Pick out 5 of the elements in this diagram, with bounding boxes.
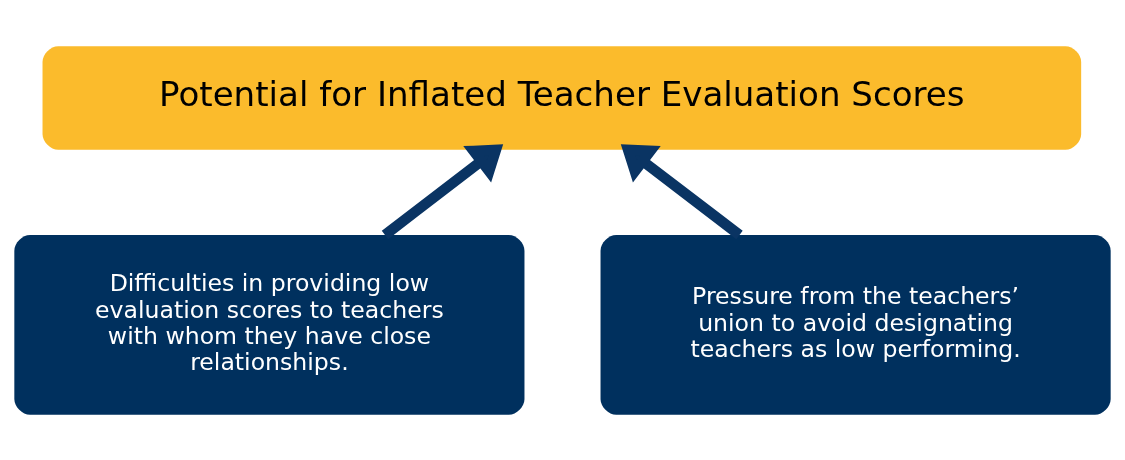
- node-box: Potential for Inflated Teacher Evaluation Scores: [42, 45, 1082, 150]
- arrow: [620, 143, 743, 239]
- node-box: Pressure from the teachers’ union to avoid designating teachers as low performing.: [600, 234, 1111, 415]
- arrow: [381, 143, 504, 239]
- node-box: Difficulties in providing low evaluation scores to teachers with whom they have close relationships.: [14, 234, 525, 415]
